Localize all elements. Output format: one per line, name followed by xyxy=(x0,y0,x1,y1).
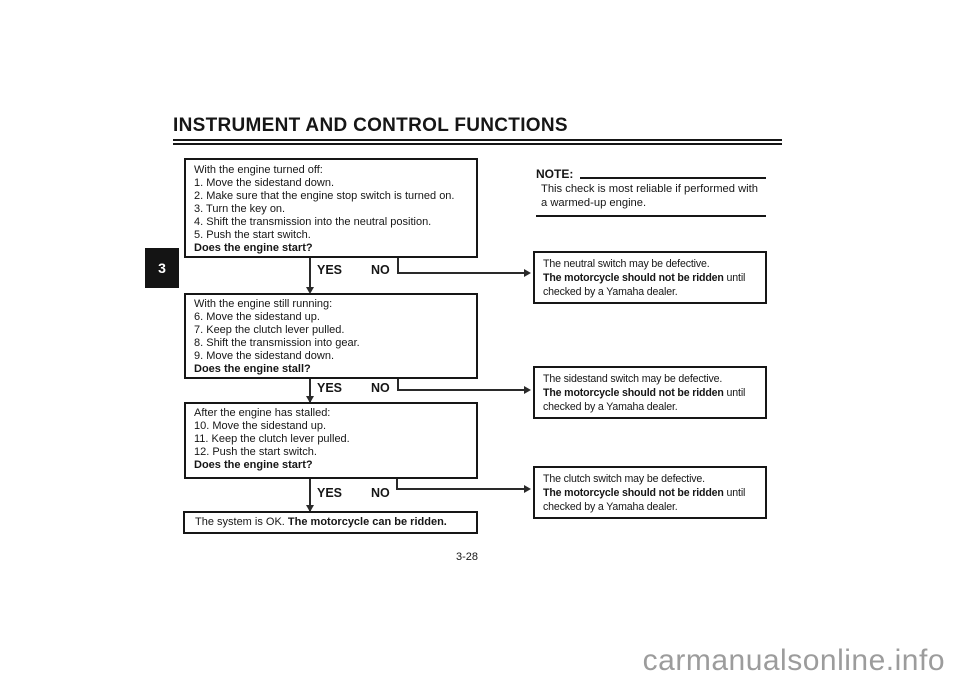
step-line: 10. Move the sidestand up. xyxy=(194,420,327,432)
yes-connector-line-2 xyxy=(309,379,311,402)
arrow-right-icon xyxy=(524,269,531,277)
yes-label-1: YES xyxy=(317,263,343,277)
step-line: 4. Shift the transmission into the neutr… xyxy=(194,216,432,228)
outcome-suffix-text: until xyxy=(723,486,746,499)
outcome-line: The clutch switch may be defective. xyxy=(543,473,705,485)
step-line: 8. Shift the transmission into gear. xyxy=(194,336,360,349)
yes-label-3: YES xyxy=(317,486,343,500)
outcome-box-clutch-switch: The clutch switch may be defective. The … xyxy=(533,466,767,519)
step-line: 5. Push the start switch. xyxy=(194,229,311,241)
no-connector-line-1 xyxy=(397,258,399,274)
outcome-bold-text: The motorcycle should not be ridden xyxy=(543,386,724,399)
result-bold-text: The motorcycle can be ridden. xyxy=(287,516,447,528)
yes-label-2: YES xyxy=(317,381,343,395)
result-normal-text: The system is OK. xyxy=(195,516,288,528)
note-text: This check is most reliable if performed… xyxy=(541,183,758,195)
page-number: 3-28 xyxy=(456,551,479,563)
note-bottom-rule xyxy=(536,215,766,217)
no-label-2: NO xyxy=(371,381,390,395)
no-label-3: NO xyxy=(371,486,390,500)
outcome-line: checked by a Yamaha dealer. xyxy=(543,400,678,413)
step-line: 1. Move the sidestand down. xyxy=(194,177,335,189)
step-line: 9. Move the sidestand down. xyxy=(194,349,335,362)
outcome-bold-text: The motorcycle should not be ridden xyxy=(543,486,724,499)
no-connector-line-1 xyxy=(397,272,524,274)
chapter-tab: 3 xyxy=(145,248,179,288)
no-connector-line-3 xyxy=(396,488,524,490)
header-divider xyxy=(173,139,782,145)
step-line: 12. Push the start switch. xyxy=(194,446,317,458)
step-line: After the engine has stalled: xyxy=(194,407,331,419)
step-line: 2. Make sure that the engine stop switch… xyxy=(194,190,455,202)
arrow-down-icon xyxy=(306,505,314,512)
arrow-right-icon xyxy=(524,386,531,394)
no-connector-line-2 xyxy=(397,379,399,391)
outcome-line: checked by a Yamaha dealer. xyxy=(543,500,678,513)
step-line: 3. Turn the key on. xyxy=(194,203,286,215)
outcome-line: The neutral switch may be defective. xyxy=(543,258,710,270)
yes-connector-line-1 xyxy=(309,258,311,288)
outcome-line: The sidestand switch may be defective. xyxy=(543,373,723,385)
flow-step-box-1: With the engine turned off: 1. Move the … xyxy=(184,158,478,258)
arrow-right-icon xyxy=(524,485,531,493)
step-line: 6. Move the sidestand up. xyxy=(194,310,320,323)
outcome-line: The motorcycle should not be ridden unti… xyxy=(543,272,765,286)
flow-step-box-2: With the engine still running: 6. Move t… xyxy=(184,293,478,379)
note-label: NOTE: xyxy=(536,167,574,181)
step-line: With the engine still running: xyxy=(194,298,333,310)
note-text: a warmed-up engine. xyxy=(541,197,647,209)
page-title: INSTRUMENT AND CONTROL FUNCTIONS xyxy=(173,115,568,136)
flow-result-box: The system is OK. The motorcycle can be … xyxy=(183,511,478,534)
step-question: Does the engine start? xyxy=(194,242,313,254)
no-label-1: NO xyxy=(371,263,390,277)
no-connector-line-2 xyxy=(397,389,524,391)
watermark: carmanualsonline.info xyxy=(642,644,945,677)
arrow-down-icon xyxy=(306,287,314,294)
step-question: Does the engine stall? xyxy=(194,362,311,375)
outcome-line: The motorcycle should not be ridden unti… xyxy=(543,387,765,401)
step-line: With the engine turned off: xyxy=(194,164,323,176)
outcome-box-neutral-switch: The neutral switch may be defective. The… xyxy=(533,251,767,304)
yes-connector-line-3 xyxy=(309,479,311,511)
outcome-line: The motorcycle should not be ridden unti… xyxy=(543,487,765,501)
outcome-suffix-text: until xyxy=(723,271,746,284)
step-line: 7. Keep the clutch lever pulled. xyxy=(194,323,345,336)
outcome-suffix-text: until xyxy=(723,386,746,399)
outcome-line: checked by a Yamaha dealer. xyxy=(543,285,678,298)
flow-step-box-3: After the engine has stalled: 10. Move t… xyxy=(184,402,478,479)
note-top-rule xyxy=(580,177,766,179)
arrow-down-icon xyxy=(306,396,314,403)
outcome-box-sidestand-switch: The sidestand switch may be defective. T… xyxy=(533,366,767,419)
step-question: Does the engine start? xyxy=(194,459,313,471)
step-line: 11. Keep the clutch lever pulled. xyxy=(194,433,350,445)
no-connector-line-3 xyxy=(396,479,398,490)
outcome-bold-text: The motorcycle should not be ridden xyxy=(543,271,724,284)
